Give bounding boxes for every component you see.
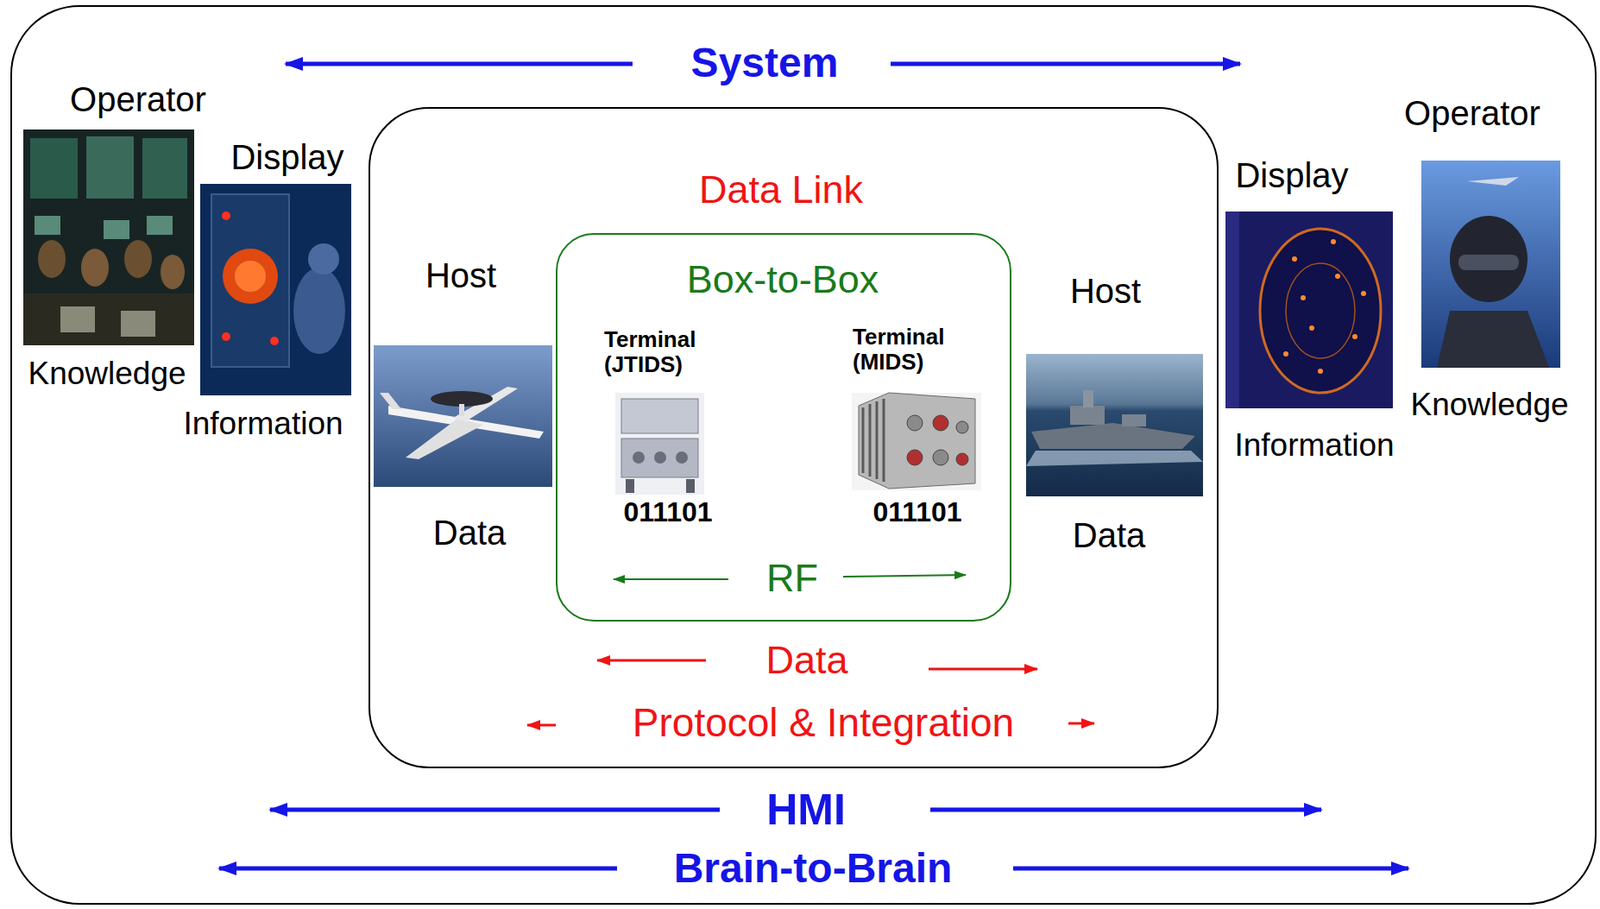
pilot-photo xyxy=(1421,160,1561,368)
bit-pattern: 011101 xyxy=(623,497,712,528)
box-to-box-heading: Box-to-Box xyxy=(686,258,880,302)
mids-terminal-photo xyxy=(851,392,982,491)
data-link-region: Data LinkDataProtocol & Integration Box-t… xyxy=(368,107,1219,769)
rf-label: RF xyxy=(766,556,819,600)
layer-label: Data xyxy=(433,513,507,552)
terminal-label: Terminal (JTIDS) xyxy=(604,327,725,377)
jtids-terminal-photo xyxy=(615,392,705,495)
warship-photo xyxy=(1026,353,1204,497)
role-label: Operator xyxy=(69,80,207,119)
box-to-box-region: Box-to-BoxRF xyxy=(555,233,1012,622)
host-label: Host xyxy=(425,256,497,295)
hmi-label: HMI xyxy=(766,786,846,834)
layer-label: Knowledge xyxy=(1410,387,1569,423)
role-label: Display xyxy=(230,138,344,177)
display-console-photo xyxy=(200,183,352,396)
span-arrows xyxy=(219,63,1409,869)
brain-label: Brain-to-Brain xyxy=(674,845,953,892)
data-label: Data xyxy=(765,638,848,682)
role-label: Display xyxy=(1234,156,1349,195)
terminal-label: Terminal (MIDS) xyxy=(852,324,974,374)
host-label: Host xyxy=(1070,271,1141,310)
ops-room-photo xyxy=(23,129,195,346)
protocol-label: Protocol & Integration xyxy=(632,700,1015,745)
bit-pattern: 011101 xyxy=(872,497,962,528)
layer-label: Knowledge xyxy=(27,356,186,392)
role-label: Operator xyxy=(1404,94,1541,133)
radar-display-photo xyxy=(1225,211,1393,409)
data-link-heading: Data Link xyxy=(699,168,863,212)
awacs-aircraft-photo xyxy=(373,345,553,487)
layer-label: Data xyxy=(1072,516,1147,555)
layer-label: Information xyxy=(182,406,343,442)
system-heading: System xyxy=(691,40,839,87)
layer-label: Information xyxy=(1234,428,1394,464)
